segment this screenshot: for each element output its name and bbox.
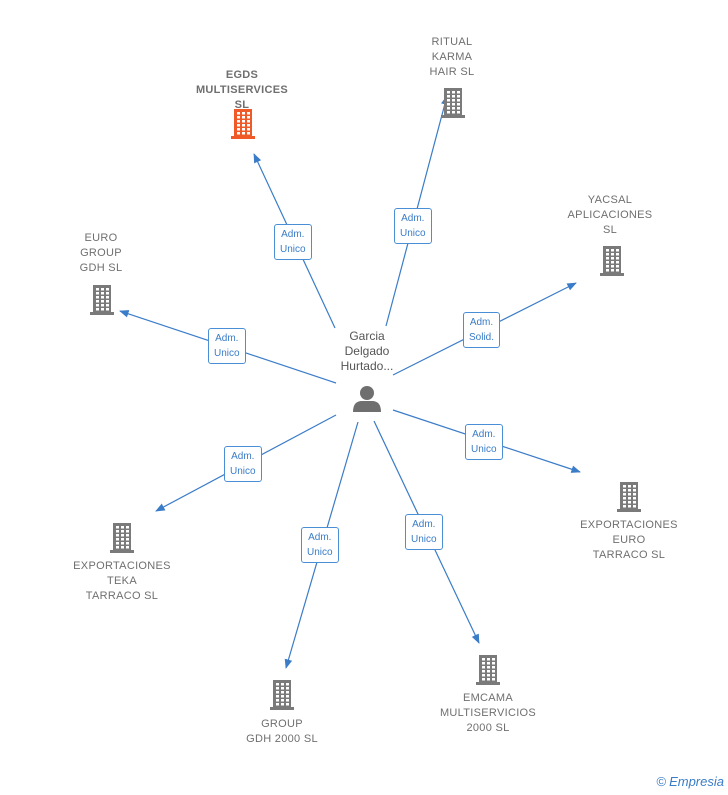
- company-name-euro-group[interactable]: EURO GROUP GDH SL: [79, 232, 123, 274]
- footer-brand: ©Empresia: [656, 774, 724, 789]
- role-badge-ritual: Adm. Unico: [394, 208, 432, 244]
- company-name-emcama[interactable]: EMCAMA MULTISERVICIOS 2000 SL: [439, 692, 537, 734]
- company-name-export-teka[interactable]: EXPORTACIONES TEKA TARRACO SL: [73, 560, 171, 602]
- company-name-group-gdh[interactable]: GROUP GDH 2000 SL: [246, 718, 318, 745]
- building-icon-emcama[interactable]: [476, 655, 500, 685]
- building-icon-ritual[interactable]: [441, 88, 465, 118]
- building-icon-export-euro[interactable]: [617, 482, 641, 512]
- building-icon-export-teka[interactable]: [110, 523, 134, 553]
- role-badge-euro-group: Adm. Unico: [208, 328, 246, 364]
- role-badge-egds: Adm. Unico: [274, 224, 312, 260]
- role-badge-export-teka: Adm. Unico: [224, 446, 262, 482]
- company-name-ritual[interactable]: RITUAL KARMA HAIR SL: [429, 36, 475, 78]
- center-person-name[interactable]: Garcia Delgado Hurtado...: [340, 329, 394, 373]
- copyright-symbol: ©: [656, 774, 667, 789]
- building-icon-euro-group[interactable]: [90, 285, 114, 315]
- building-icon-yacsal[interactable]: [600, 246, 624, 276]
- company-name-export-euro[interactable]: EXPORTACIONES EURO TARRACO SL: [580, 519, 678, 561]
- brand-name: Empresia: [669, 774, 724, 789]
- role-badge-yacsal: Adm. Solid.: [463, 312, 501, 348]
- role-badge-export-euro: Adm. Unico: [465, 424, 503, 460]
- person-icon[interactable]: [353, 386, 381, 412]
- building-icon-group-gdh[interactable]: [270, 680, 294, 710]
- company-name-yacsal[interactable]: YACSAL APLICACIONES SL: [567, 194, 653, 236]
- company-name-egds[interactable]: EGDS MULTISERVICES SL: [195, 69, 289, 111]
- role-badge-group-gdh: Adm. Unico: [301, 527, 339, 563]
- building-icon-egds[interactable]: [231, 109, 255, 139]
- role-badge-emcama: Adm. Unico: [405, 514, 443, 550]
